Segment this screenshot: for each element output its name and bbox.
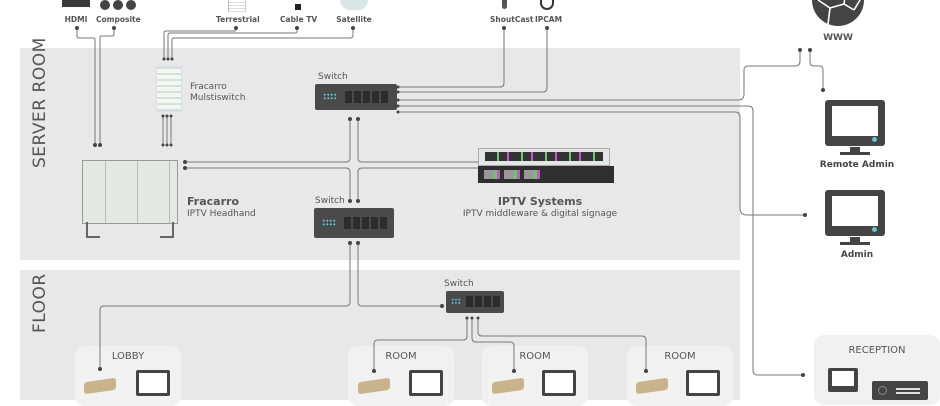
admin-label: Admin bbox=[840, 250, 874, 260]
lobby-label: LOBBY bbox=[111, 351, 145, 362]
ipcam-icon bbox=[540, 0, 554, 10]
room2-tv-icon bbox=[542, 370, 576, 396]
switch-top-device[interactable] bbox=[315, 84, 397, 110]
hdmi-label: HDMI bbox=[64, 15, 88, 24]
admin-monitor-icon[interactable] bbox=[825, 190, 885, 236]
satellite-label: Satellite bbox=[336, 15, 372, 24]
multiswitch-device bbox=[156, 66, 182, 112]
switch-led-icon bbox=[323, 93, 337, 100]
switch-ports-icon bbox=[466, 296, 500, 307]
switch-mid-label: Switch bbox=[315, 196, 345, 206]
switch-mid-device[interactable] bbox=[314, 208, 394, 238]
room-label-2: ROOM bbox=[519, 351, 551, 362]
admin-stand bbox=[840, 237, 870, 245]
room-label-1: ROOM bbox=[385, 351, 417, 362]
headend-subtitle: IPTV Headhand bbox=[187, 209, 256, 219]
headend-stand-right bbox=[160, 222, 174, 238]
headend-device bbox=[82, 160, 178, 224]
terrestrial-antenna-icon bbox=[228, 0, 246, 12]
reception-server-icon bbox=[872, 381, 928, 400]
satellite-dish-icon bbox=[340, 0, 368, 10]
room1-tv-icon bbox=[409, 370, 443, 396]
ipcam-label: IPCAM bbox=[535, 15, 563, 24]
reception-label: RECEPTION bbox=[848, 345, 906, 356]
multiswitch-title: Fracarro bbox=[190, 82, 227, 92]
iptv-server-bottom bbox=[478, 166, 614, 183]
www-label: WWW bbox=[823, 33, 853, 43]
shoutcast-mic-icon bbox=[502, 0, 507, 9]
switch-floor-label: Switch bbox=[444, 279, 474, 289]
composite-label: Composite bbox=[96, 15, 141, 24]
remote-admin-monitor-icon[interactable] bbox=[825, 100, 885, 146]
globe-icon bbox=[812, 0, 864, 26]
lobby-tv-icon bbox=[136, 370, 170, 396]
cable-tv-icon bbox=[295, 4, 301, 10]
iptv-systems-label: IPTV Systems IPTV middleware & digital s… bbox=[450, 196, 630, 220]
remote-admin-stand bbox=[840, 147, 870, 155]
switch-top-label: Switch bbox=[318, 72, 348, 82]
iptv-systems-title: IPTV Systems bbox=[497, 195, 583, 208]
remote-admin-label: Remote Admin bbox=[819, 160, 895, 170]
composite-icon bbox=[100, 0, 140, 10]
shoutcast-label: ShoutCast bbox=[490, 15, 534, 24]
iptv-systems-subtitle: IPTV middleware & digital signage bbox=[462, 209, 618, 219]
reception-pc-icon[interactable] bbox=[828, 368, 858, 392]
multiswitch-label: Fracarro Mulstiswitch bbox=[190, 82, 245, 104]
room-label-3: ROOM bbox=[664, 351, 696, 362]
headend-title: Fracarro bbox=[187, 195, 240, 208]
switch-led-icon bbox=[451, 298, 461, 305]
switch-ports-icon bbox=[345, 91, 389, 103]
switch-ports-icon bbox=[344, 217, 388, 229]
cable-tv-label: Cable TV bbox=[280, 15, 318, 24]
room3-tv-icon bbox=[686, 370, 720, 396]
switch-led-icon bbox=[322, 219, 336, 226]
terrestrial-label: Terrestrial bbox=[216, 15, 260, 24]
hdmi-icon bbox=[62, 0, 90, 7]
headend-stand-left bbox=[86, 222, 100, 238]
switch-floor-device[interactable] bbox=[446, 291, 504, 313]
headend-label: Fracarro IPTV Headhand bbox=[187, 196, 256, 220]
iptv-server-top bbox=[478, 148, 610, 166]
multiswitch-subtitle: Mulstiswitch bbox=[190, 93, 246, 103]
